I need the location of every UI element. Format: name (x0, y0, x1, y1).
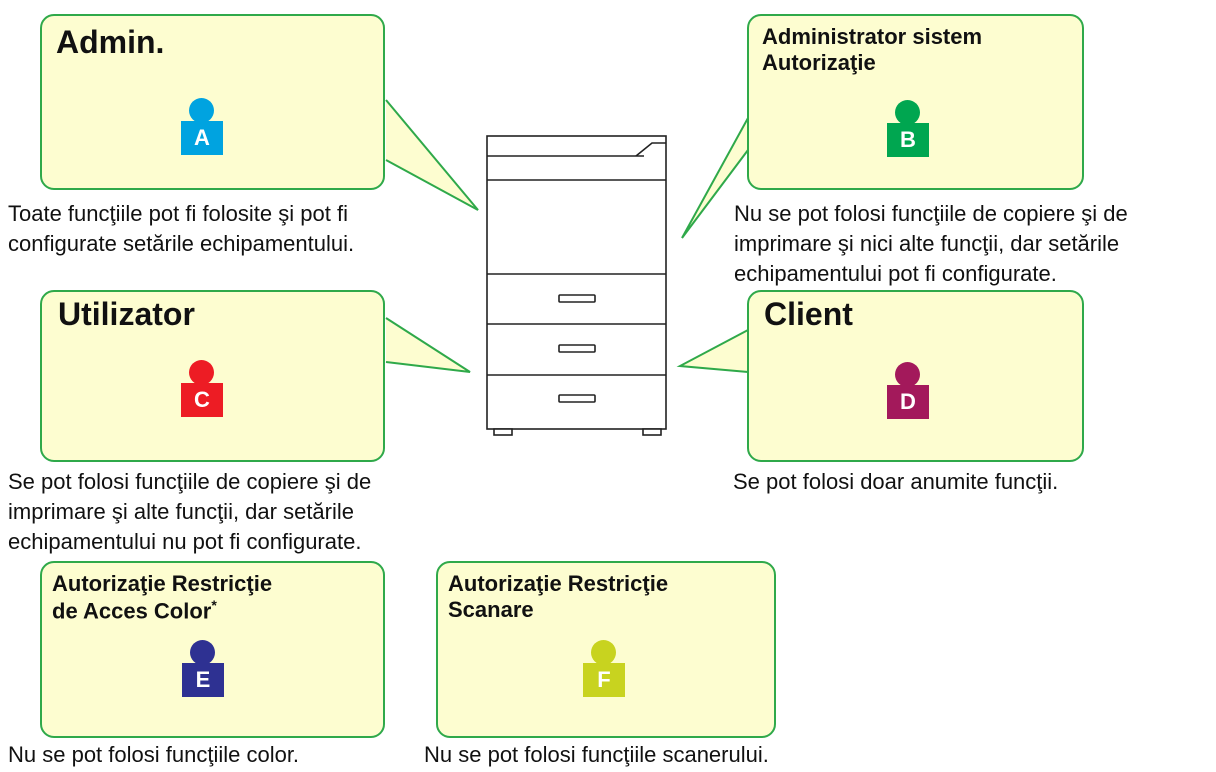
role-description-user: Se pot folosi funcţiile de copiere şi de… (8, 467, 371, 557)
bubble-tails (385, 99, 749, 373)
tail-user (385, 317, 471, 373)
printer-body (486, 135, 667, 430)
printer-illustration (486, 135, 667, 436)
user-icon-f: F (583, 640, 625, 697)
user-badge-f: F (583, 663, 625, 697)
role-title-user: Utilizator (58, 296, 195, 334)
role-description-scan-restriction: Nu se pot folosi funcţiile scanerului. (424, 740, 769, 770)
tail-admin (385, 99, 479, 211)
user-head (189, 98, 214, 123)
role-title-client: Client (764, 296, 853, 334)
description-line: Toate funcţiile pot fi folosite şi pot f… (8, 201, 348, 226)
tail-client (676, 329, 749, 373)
user-badge-d: D (887, 385, 929, 419)
printer-tray-handle-3 (558, 394, 596, 403)
description-line: echipamentului pot fi configurate. (734, 261, 1057, 286)
role-description-client: Se pot folosi doar anumite funcţii. (733, 467, 1058, 497)
role-description-color-restriction: Nu se pot folosi funcţiile color. (8, 740, 299, 770)
description-line: Se pot folosi funcţiile de copiere şi de (8, 469, 372, 494)
user-badge-c: C (181, 383, 223, 417)
user-head (190, 640, 215, 665)
user-badge-e: E (182, 663, 224, 697)
role-title-line: Autorizaţie Restricţie (448, 571, 669, 596)
role-title-line: Autorizaţie (762, 49, 876, 75)
description-line: echipamentului nu pot fi configurate. (8, 529, 362, 554)
user-head (895, 362, 920, 387)
user-icon-c: C (181, 360, 223, 417)
user-icon-d: D (887, 362, 929, 419)
printer-tray-handle-1 (558, 294, 596, 303)
role-title-line: Scanare (448, 596, 534, 622)
user-head (895, 100, 920, 125)
role-title-admin: Admin. (56, 24, 164, 62)
role-title-scan-restriction: Autorizaţie Restricţie Scanare (448, 571, 668, 623)
role-title-color-restriction: Autorizaţie Restricţie de Acces Color* (52, 571, 272, 624)
printer-foot-right (642, 428, 662, 436)
printer-tray-handle-2 (558, 344, 596, 353)
role-title-line: Administrator sistem (762, 24, 983, 49)
role-description-admin: Toate funcţiile pot fi folosite şi pot f… (8, 199, 354, 259)
description-line: configurate setările echipamentului. (8, 231, 355, 256)
user-head (189, 360, 214, 385)
description-line: Nu se pot folosi funcţiile scanerului. (424, 742, 769, 767)
printer-document-feeder (635, 142, 666, 157)
role-box-admin (40, 14, 385, 190)
user-icon-e: E (182, 640, 224, 697)
role-title-line: Admin. (56, 24, 165, 60)
description-line: Se pot folosi doar anumite funcţii. (733, 469, 1059, 494)
tail-sysadmin (681, 117, 749, 239)
description-line: imprimare şi nici alte funcţii, dar setă… (734, 231, 1120, 256)
description-line: imprimare şi alte funcţii, dar setările (8, 499, 355, 524)
description-line: Nu se pot folosi funcţiile de copiere şi… (734, 201, 1128, 226)
role-title-line: Autorizaţie Restricţie (52, 571, 273, 596)
description-line: Nu se pot folosi funcţiile color. (8, 742, 300, 767)
role-title-line: Client (764, 296, 853, 332)
role-title-line: de Acces Color* (52, 597, 272, 624)
user-icon-b: B (887, 100, 929, 157)
printer-foot-left (493, 428, 513, 436)
role-title-sysadmin: Administrator sistem Autorizaţie (762, 24, 982, 76)
user-icon-a: A (181, 98, 223, 155)
user-badge-a: A (181, 121, 223, 155)
user-badge-b: B (887, 123, 929, 157)
role-title-line: Utilizator (58, 296, 195, 332)
user-head (591, 640, 616, 665)
role-description-sysadmin: Nu se pot folosi funcţiile de copiere şi… (734, 199, 1128, 289)
role-title-text: de Acces Color (52, 598, 212, 624)
footnote-asterisk: * (211, 596, 217, 613)
